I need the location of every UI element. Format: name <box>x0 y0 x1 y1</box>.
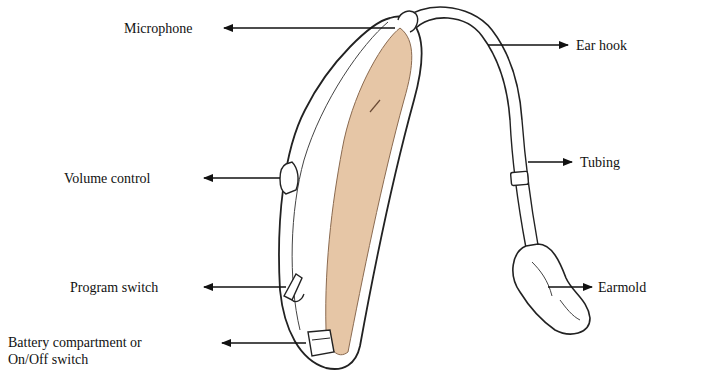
part-label: Microphone <box>124 20 192 37</box>
leader-line <box>204 286 286 287</box>
part-label: Program switch <box>70 279 158 296</box>
part-label: Battery compartment or On/Off switch <box>8 334 183 368</box>
part-label: Earmold <box>598 279 646 296</box>
leader-line <box>488 44 568 45</box>
leader-line <box>528 161 572 162</box>
leader-line <box>548 286 592 287</box>
part-label: Ear hook <box>576 37 627 54</box>
part-label: Tubing <box>580 154 620 171</box>
leader-line <box>204 177 280 178</box>
leader-line <box>222 342 306 343</box>
part-label: Volume control <box>64 170 150 187</box>
leader-line <box>224 27 395 28</box>
